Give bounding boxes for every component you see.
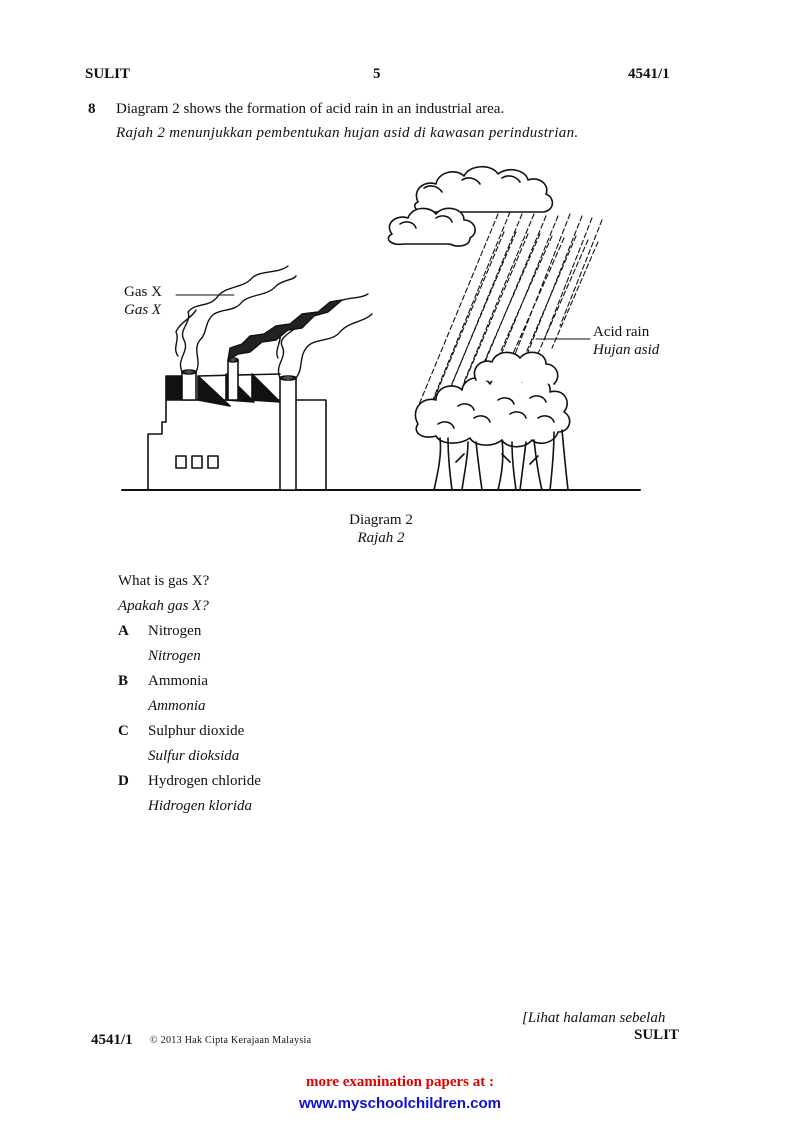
diagram-caption-en: Diagram 2 bbox=[349, 512, 413, 528]
option-a-text-en: Nitrogen bbox=[148, 623, 202, 639]
acid-rain-streaks bbox=[417, 211, 603, 419]
rain-clouds bbox=[387, 165, 554, 247]
paper-code: 4541/1 bbox=[628, 66, 670, 82]
option-d-letter: D bbox=[118, 773, 129, 789]
promo-text: more examination papers at : bbox=[305, 1074, 495, 1090]
option-c-letter: C bbox=[118, 723, 129, 739]
option-b-text-en: Ammonia bbox=[148, 673, 208, 689]
factory-illustration bbox=[147, 357, 327, 491]
next-page-note: [Lihat halaman sebelah bbox=[522, 1010, 666, 1026]
question-text-en: Diagram 2 shows the formation of acid ra… bbox=[116, 101, 505, 117]
gas-x-label-ms: Gas X bbox=[124, 302, 162, 318]
question-number: 8 bbox=[88, 101, 96, 117]
promo-link[interactable]: www.myschoolchildren.com bbox=[299, 1095, 501, 1112]
footer-copyright: © 2013 Hak Cipta Kerajaan Malaysia bbox=[150, 1035, 312, 1046]
ask-en: What is gas X? bbox=[118, 573, 210, 589]
option-a-letter: A bbox=[118, 623, 129, 639]
forest-trees bbox=[414, 351, 571, 491]
header-sulit: SULIT bbox=[85, 66, 131, 82]
acid-rain-label-en: Acid rain bbox=[593, 324, 650, 340]
gas-x-label-en: Gas X bbox=[124, 284, 162, 300]
footer-paper-code: 4541/1 bbox=[91, 1032, 133, 1048]
acid-rain-diagram: Gas X Gas X Acid rain Hujan asid bbox=[118, 162, 659, 500]
option-d-text-en: Hydrogen chloride bbox=[148, 773, 261, 789]
option-a-text-ms: Nitrogen bbox=[148, 648, 201, 664]
acid-rain-label-ms: Hujan asid bbox=[593, 342, 660, 358]
option-c-text-ms: Sulfur dioksida bbox=[148, 748, 240, 764]
page-number: 5 bbox=[373, 66, 381, 82]
option-b-text-ms: Ammonia bbox=[148, 698, 206, 714]
question-text-ms: Rajah 2 menunjukkan pembentukan hujan as… bbox=[116, 125, 579, 141]
smoke-plumes bbox=[175, 265, 373, 379]
diagram-caption-ms: Rajah 2 bbox=[357, 530, 405, 546]
option-b-letter: B bbox=[118, 673, 129, 689]
ask-ms: Apakah gas X? bbox=[118, 598, 209, 614]
footer-sulit: SULIT bbox=[634, 1027, 680, 1043]
option-d-text-ms: Hidrogen klorida bbox=[148, 798, 253, 814]
option-c-text-en: Sulphur dioxide bbox=[148, 723, 245, 739]
